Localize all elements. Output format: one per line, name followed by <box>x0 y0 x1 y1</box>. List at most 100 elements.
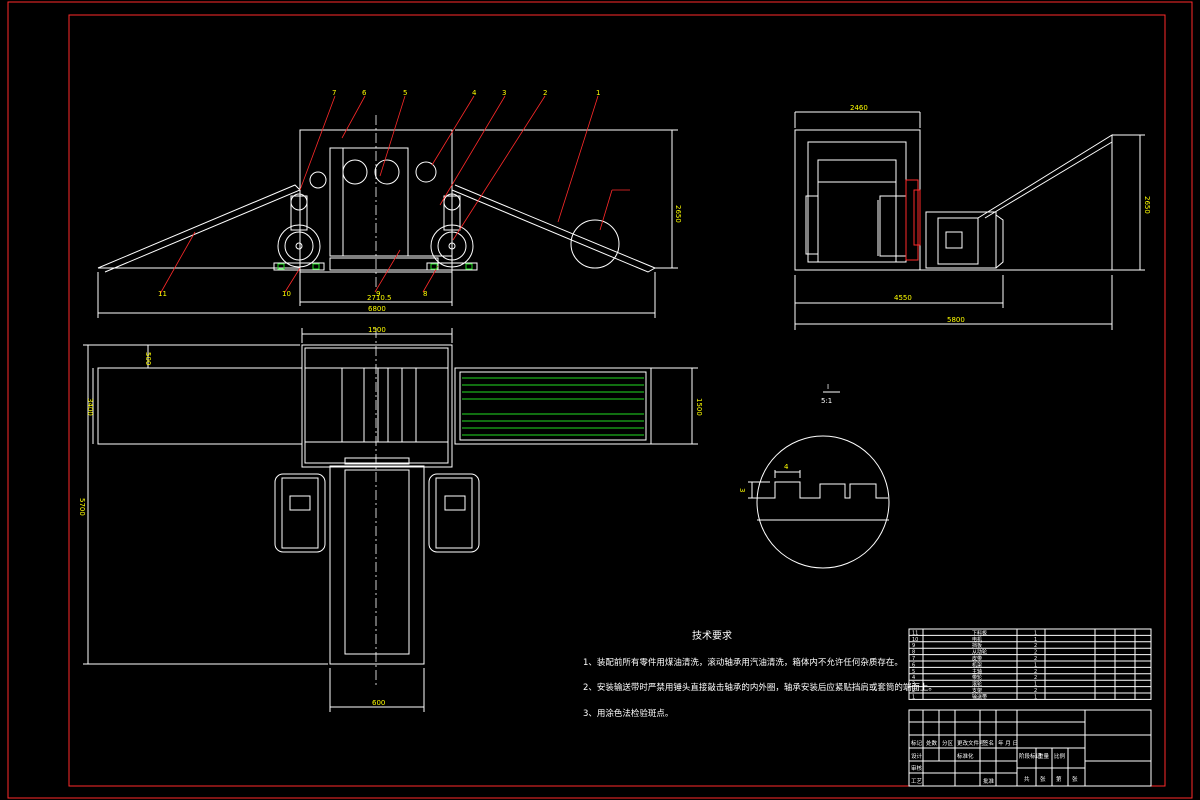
front-dim-inner: 2710.5 <box>367 294 392 302</box>
part-qty: 2 <box>1034 675 1037 681</box>
parts-list-row: 1 输送带 1 <box>912 693 1037 700</box>
part-name: 带轮 <box>972 674 982 681</box>
side-dim-height: 2650 <box>1143 196 1151 214</box>
side-dim-top: 2460 <box>850 104 868 112</box>
tb-change-doc: 更改文件号 <box>957 739 985 747</box>
parts-list-row: 11 下料板 1 <box>912 629 1037 636</box>
detail-view-labels: I 5:1 4 3 <box>738 383 832 492</box>
plan-dim-top: 1500 <box>368 326 386 334</box>
tb-weight: 重量 <box>1038 752 1050 760</box>
part-qty: 2 <box>1034 688 1037 694</box>
parts-list-row: 5 主轴 2 <box>912 668 1037 675</box>
plan-dim-left-offset: 500 <box>144 352 152 365</box>
side-dim-overall: 5800 <box>947 316 965 324</box>
tb-count: 处数 <box>926 739 938 747</box>
plan-view <box>83 328 698 712</box>
tb-sign: 签名 <box>983 739 994 747</box>
plan-dim-bottom: 600 <box>372 699 385 707</box>
balloon-6: 6 <box>362 89 367 97</box>
balloon-11: 11 <box>158 290 167 298</box>
parts-list-row: 2 支架 2 <box>912 687 1037 694</box>
side-dim-inner: 4550 <box>894 294 912 302</box>
part-name: 电机 <box>972 636 982 643</box>
tb-review: 审核 <box>911 764 923 772</box>
part-qty: 2 <box>1034 669 1037 675</box>
balloon-5: 5 <box>403 89 407 97</box>
part-qty: 1 <box>1034 682 1037 688</box>
part-qty: 1 <box>1034 662 1037 668</box>
plan-dim-left-height: 3400 <box>86 398 94 416</box>
parts-list-row: 8 从动轮 2 <box>912 649 1037 656</box>
tb-scale: 比例 <box>1054 752 1066 760</box>
front-dim-height: 2650 <box>674 205 682 223</box>
part-name: 输送带 <box>972 693 987 700</box>
part-name: 下料板 <box>972 629 987 636</box>
part-number: 4 <box>912 675 915 681</box>
part-name: 滚轮 <box>972 681 982 688</box>
part-name: 主轴 <box>972 668 982 675</box>
part-number: 6 <box>912 662 915 668</box>
parts-list-row: 9 挡板 2 <box>912 642 1037 649</box>
tb-design: 设计 <box>911 752 923 760</box>
balloon-1: 1 <box>596 89 600 97</box>
tb-mark: 标记 <box>911 739 923 747</box>
balloon-3: 3 <box>502 89 506 97</box>
balloon-2: 2 <box>543 89 547 97</box>
balloon-8: 8 <box>423 290 427 298</box>
tech-requirement-1: 1、装配前所有零件用煤油清洗，滚动轴承用汽油清洗，箱体内不允许任何杂质存在。 <box>583 657 903 668</box>
tb-sheet-unit: 张 <box>1040 775 1046 783</box>
parts-list-row: 7 皮带 2 <box>912 655 1037 662</box>
tb-sheet-total: 共 <box>1024 775 1030 783</box>
parts-list-row: 4 带轮 2 <box>912 674 1037 681</box>
front-dim-overall: 6800 <box>368 305 386 313</box>
part-number: 11 <box>912 630 918 636</box>
balloon-4: 4 <box>472 89 477 97</box>
front-view-labels: 7 6 5 4 3 2 1 11 10 9 8 2650 2710.5 6800 <box>158 89 682 313</box>
part-qty: 1 <box>1034 630 1037 636</box>
part-number: 8 <box>912 650 915 656</box>
balloon-7: 7 <box>332 89 336 97</box>
part-qty: 2 <box>1034 656 1037 662</box>
tb-sheet-unit-2: 张 <box>1072 775 1078 783</box>
detail-dim-width: 4 <box>784 463 789 471</box>
part-qty: 2 <box>1034 643 1037 649</box>
inner-border <box>68 14 1166 787</box>
part-name: 机架 <box>972 661 982 668</box>
detail-label: I <box>827 383 829 391</box>
balloon-10: 10 <box>282 290 291 298</box>
part-number: 2 <box>912 688 915 694</box>
part-number: 5 <box>912 669 915 675</box>
part-number: 7 <box>912 656 915 662</box>
tb-approve: 批准 <box>983 777 995 785</box>
detail-view <box>748 391 890 569</box>
plan-view-labels: 1500 500 3400 1500 5700 600 <box>78 326 703 707</box>
part-number: 1 <box>912 694 915 700</box>
parts-list-row: 6 机架 1 <box>912 661 1037 668</box>
part-name: 从动轮 <box>972 649 987 656</box>
side-view-labels: 2460 2650 4550 5800 <box>850 104 1151 324</box>
parts-list-frame <box>908 628 1152 700</box>
part-qty: 1 <box>1034 637 1037 643</box>
tech-requirement-2: 2、安装输送带时严禁用锤头直接敲击轴承的内外圈，轴承安装后应紧贴挡肩或套筒的端面… <box>583 682 937 693</box>
balloon-9: 9 <box>376 290 380 298</box>
detail-scale: 5:1 <box>821 397 832 405</box>
tech-requirement-3: 3、用涂色法检验斑点。 <box>583 708 673 719</box>
title-block-labels: 标记 处数 分区 更改文件号 签名 年 月 日 设计 标准化 阶段标记 重量 比… <box>911 739 1078 785</box>
part-qty: 2 <box>1034 650 1037 656</box>
tb-date: 年 月 日 <box>998 739 1018 747</box>
plan-dim-total-height: 5700 <box>78 498 86 516</box>
part-name: 支架 <box>972 687 982 694</box>
tb-zone: 分区 <box>942 739 954 747</box>
part-name: 挡板 <box>972 642 982 649</box>
part-qty: 1 <box>1034 694 1037 700</box>
tech-requirements: 技术要求 1、装配前所有零件用煤油清洗，滚动轴承用汽油清洗，箱体内不允许任何杂质… <box>583 629 937 719</box>
tb-standard: 标准化 <box>957 752 974 760</box>
title-block <box>908 709 1152 787</box>
tb-stage-mark: 阶段标记 <box>1019 752 1042 760</box>
part-name: 皮带 <box>972 655 982 662</box>
part-number: 9 <box>912 643 915 649</box>
